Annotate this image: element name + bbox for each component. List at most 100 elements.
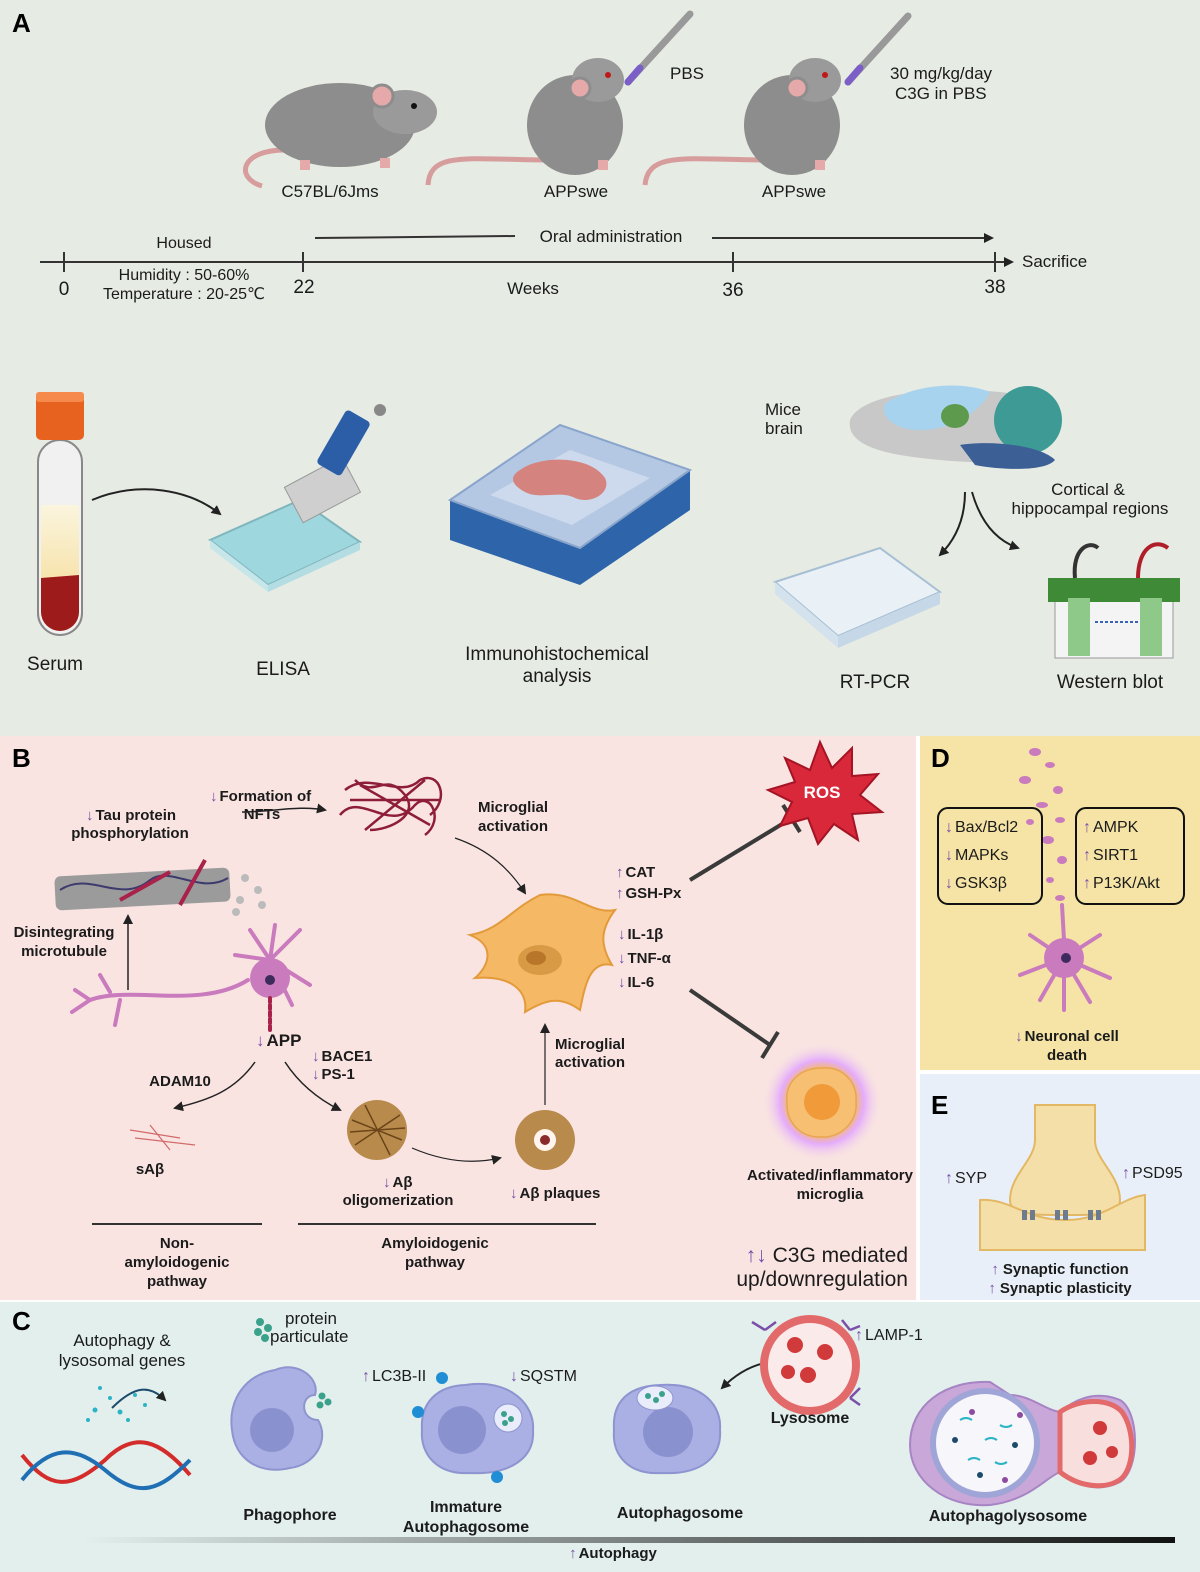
- phagophore-label: Phagophore: [243, 1507, 336, 1524]
- synapse-icon: [979, 1104, 1146, 1251]
- plaque-icon: [515, 1110, 575, 1170]
- panel-d-letter: D: [931, 743, 950, 773]
- brain-to-rtpcr-arrow: [938, 491, 966, 557]
- tau-to-nft-arrow: [241, 803, 327, 814]
- gsh-label: ↑GSH-Px: [616, 885, 682, 902]
- ros-label: ROS: [804, 783, 841, 802]
- mouse-label-2: APPswe: [544, 182, 608, 201]
- lamp-label: ↑LAMP-1: [855, 1327, 923, 1344]
- regions-label-2: hippocampal regions: [1012, 499, 1169, 518]
- sirt1-label: ↑SIRT1: [1083, 847, 1138, 864]
- syringe-c3g: [844, 12, 912, 86]
- mouse-appswe-pbs: [425, 58, 624, 186]
- tick-36: 36: [722, 280, 743, 301]
- down-box: [937, 807, 1043, 905]
- up-box: [1075, 807, 1185, 905]
- dying-neuron-icon: [1018, 903, 1112, 1012]
- mice-brain-label-1: Mice: [765, 400, 801, 419]
- elisa-plate-icon: [208, 404, 386, 592]
- p13k-label: ↑P13K/Akt: [1083, 875, 1160, 892]
- regions-label-1: Cortical &: [1051, 480, 1125, 499]
- western-label: Western blot: [1057, 672, 1164, 693]
- gsk-label: ↓GSK3β: [945, 875, 1007, 892]
- timeline: [40, 233, 1014, 272]
- sab-label: sAβ: [136, 1161, 164, 1178]
- protein-particulate-icon: [254, 1318, 272, 1342]
- serum-label: Serum: [27, 654, 83, 675]
- panel-c-letter: C: [12, 1306, 31, 1336]
- panel-b-letter: B: [12, 743, 31, 773]
- nft-to-microglia-arrow: [454, 837, 527, 895]
- ab-plaques-label: ↓Aβ plaques: [510, 1185, 600, 1202]
- humidity-label: Humidity : 50-60%: [119, 267, 250, 284]
- adam10-label: ADAM10: [149, 1073, 211, 1090]
- axon-fragments-icon: [1019, 748, 1067, 901]
- app-to-sab-arrow: [173, 1061, 256, 1112]
- nonamy-label-2: amyloidogenic: [124, 1254, 229, 1271]
- protein-label-2: particulate: [270, 1327, 348, 1346]
- genes-label-1: Autophagy &: [73, 1331, 171, 1350]
- ihc-label-2: analysis: [523, 666, 592, 687]
- neuron-icon: [70, 923, 312, 1032]
- phagophore-icon: [230, 1366, 332, 1471]
- tick-0: 0: [59, 279, 70, 300]
- ros-burst-icon: [765, 739, 885, 846]
- gene-arrow: [111, 1388, 167, 1409]
- bace1-label: ↓BACE1: [312, 1048, 372, 1065]
- immature-autophagosome-icon: [412, 1372, 535, 1483]
- microglial-label-lower-2: activation: [555, 1054, 625, 1071]
- ab-olig-label-2: oligomerization: [343, 1192, 454, 1209]
- activated-microglia-icon: [762, 1042, 882, 1162]
- lysosome-icon: [751, 1315, 861, 1415]
- microtubule-icon: [54, 859, 266, 916]
- ampk-label: ↑AMPK: [1083, 819, 1139, 836]
- bax-label: ↓Bax/Bcl2: [945, 819, 1018, 836]
- death-label-1: ↓Neuronal cell: [1015, 1028, 1119, 1045]
- oral-administration-label: Oral administration: [540, 227, 683, 246]
- panel-c: C Autophagy & lysosomal genes protein pa…: [0, 1302, 1200, 1572]
- immature-label-1: Immature: [430, 1499, 502, 1516]
- microglial-label-lower-1: Microglial: [555, 1036, 625, 1053]
- nft-label-2: NFTs: [244, 806, 280, 823]
- tau-label-2: phosphorylation: [71, 825, 189, 842]
- syp-label: ↑SYP: [945, 1170, 987, 1187]
- nft-label-1: ↓Formation of: [210, 788, 312, 805]
- panel-b: B ↓Tau protein phosphorylation ↓Formatio…: [0, 736, 916, 1300]
- pbs-label: PBS: [670, 64, 704, 83]
- sacrifice-label: Sacrifice: [1022, 252, 1087, 271]
- lc3-label: ↑LC3B-II: [362, 1368, 426, 1385]
- il6-label: ↓IL-6: [618, 974, 654, 991]
- rtpcr-label: RT-PCR: [840, 672, 910, 693]
- panel-b-background: [0, 736, 916, 1300]
- syringe-pbs: [624, 10, 694, 86]
- western-blot-icon: [1048, 542, 1180, 659]
- genes-label-2: lysosomal genes: [59, 1351, 186, 1370]
- synaptic-function-label: ↑Synaptic function: [991, 1261, 1128, 1278]
- synaptic-plasticity-label: ↑Synaptic plasticity: [988, 1280, 1132, 1297]
- autophagosome-icon: [612, 1383, 722, 1475]
- nonamy-label-3: pathway: [147, 1273, 208, 1290]
- autophagy-label: ↑Autophagy: [569, 1545, 657, 1562]
- rtpcr-plate-icon: [772, 546, 942, 648]
- inhibit-microglia-line: [688, 988, 780, 1060]
- protein-label-1: protein: [285, 1309, 337, 1328]
- mouse-label-1: C57BL/6Jms: [281, 182, 378, 201]
- app-label: ↓APP: [256, 1031, 301, 1050]
- mouse-c57bl: [243, 83, 437, 189]
- cat-label: ↑CAT: [616, 864, 655, 881]
- disintegrating-label-1: Disintegrating: [14, 924, 115, 941]
- panel-a-letter: A: [12, 8, 31, 38]
- sab-fragments-icon: [129, 1124, 196, 1151]
- gene-particles-icon: [86, 1386, 147, 1422]
- autophagolysosome-icon: [908, 1380, 1136, 1507]
- app-to-oligomer-arrow: [284, 1061, 342, 1111]
- ps1-label: ↓PS-1: [312, 1066, 355, 1083]
- nft-tangle-icon: [339, 776, 442, 836]
- elisa-label: ELISA: [256, 659, 310, 680]
- microglia-icon: [466, 893, 618, 1014]
- dna-icon: [20, 1440, 192, 1490]
- temperature-label: Temperature : 20-25℃: [103, 286, 265, 303]
- housed-label: Housed: [156, 235, 211, 252]
